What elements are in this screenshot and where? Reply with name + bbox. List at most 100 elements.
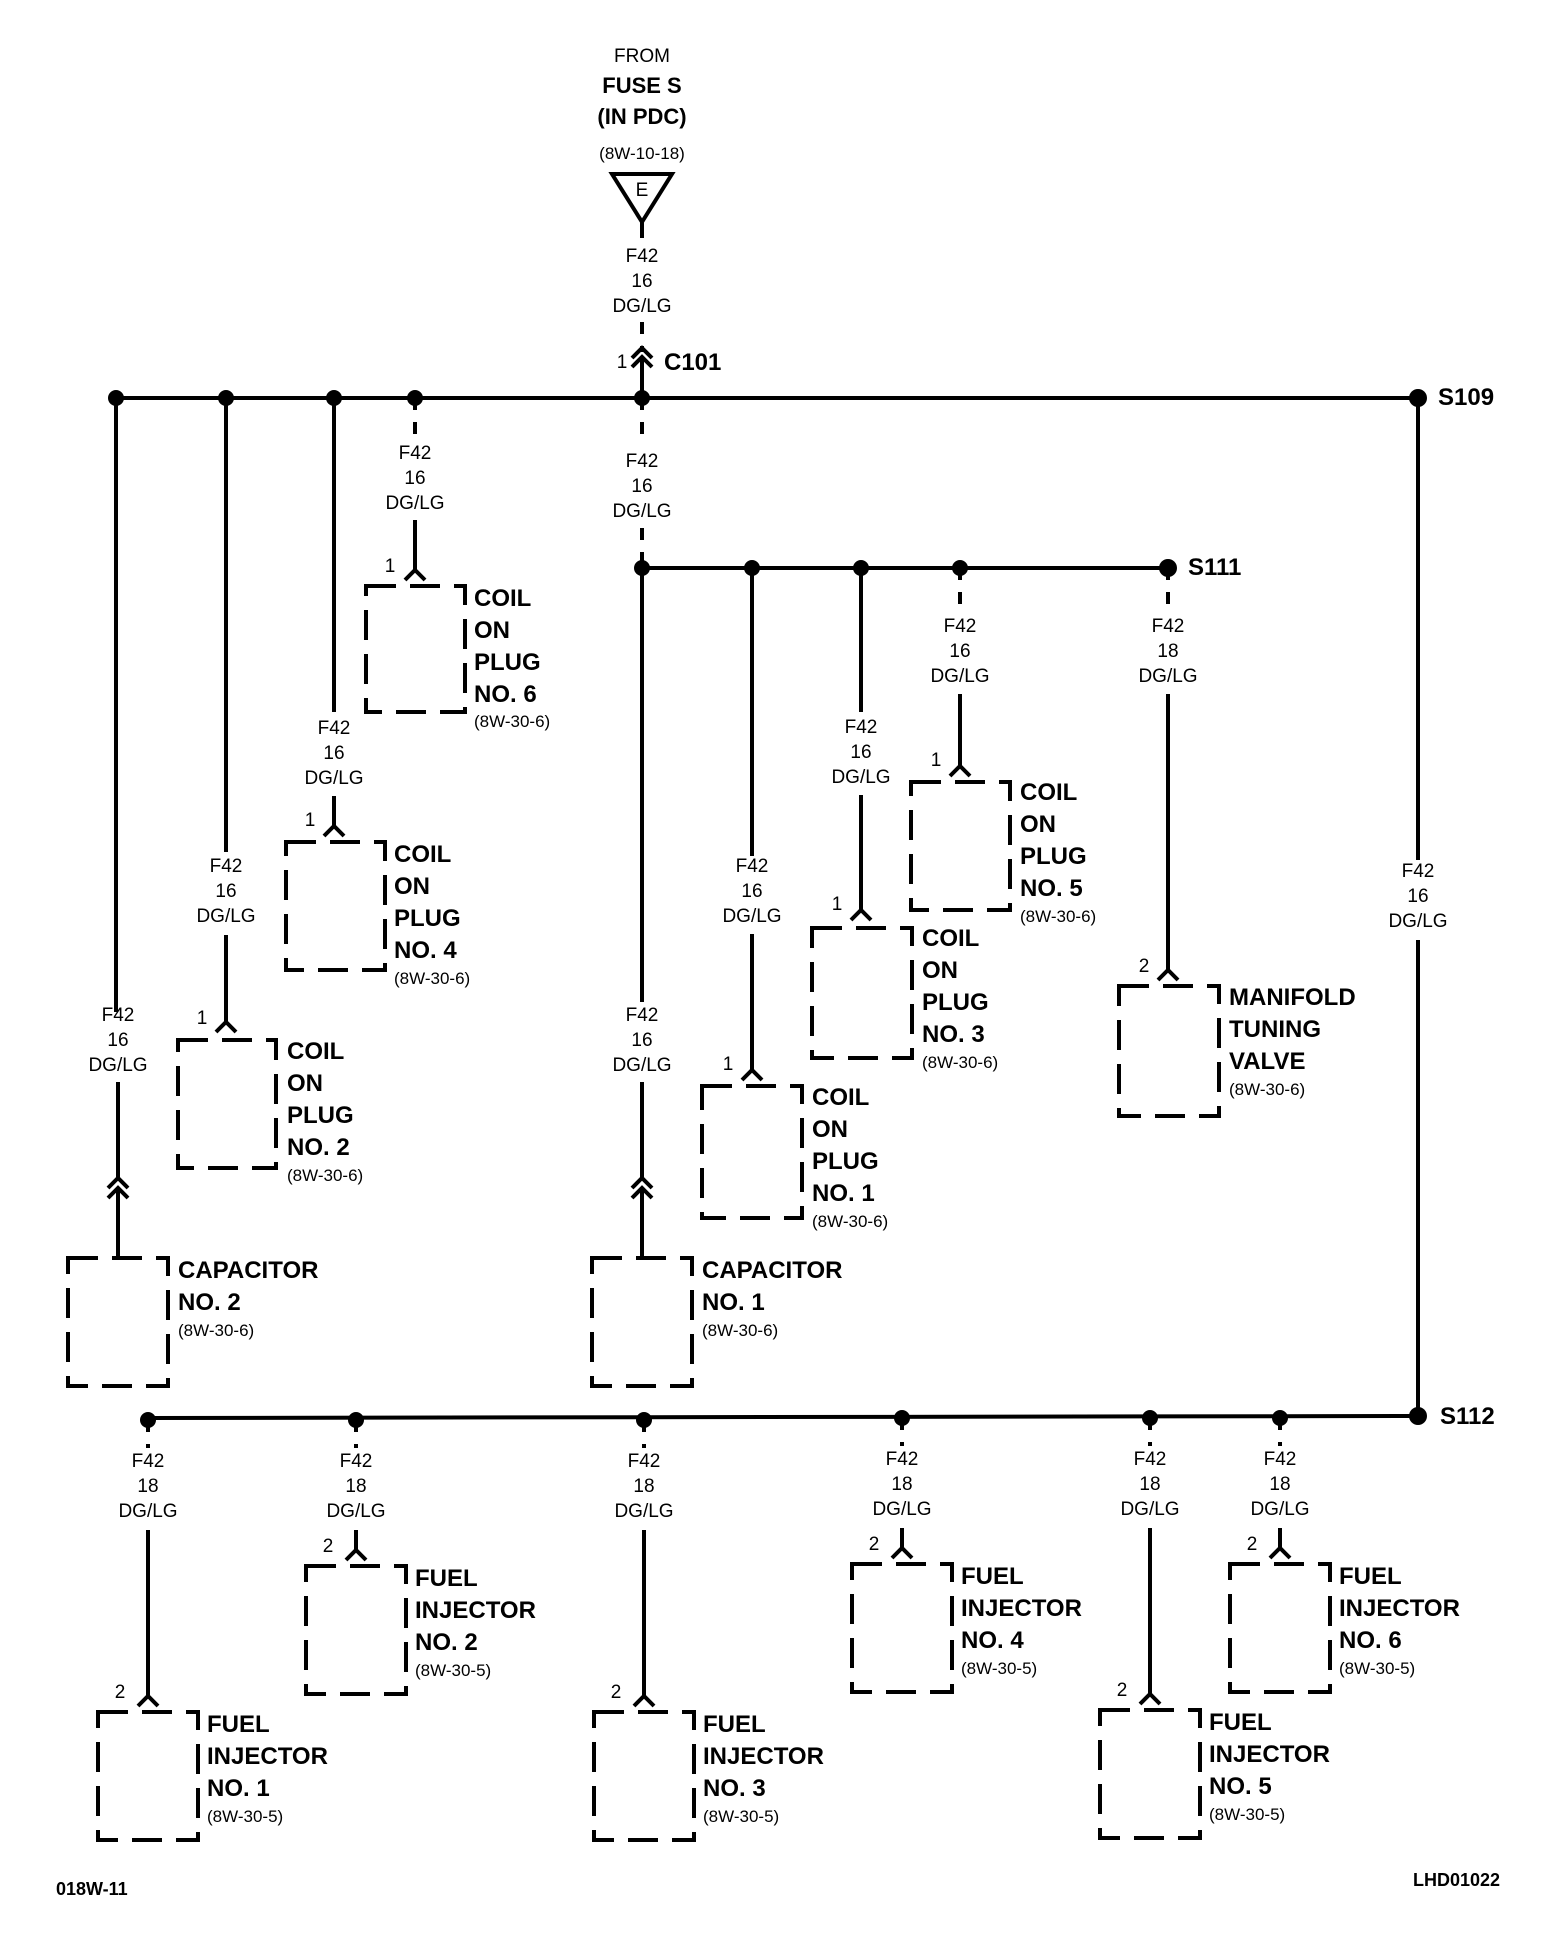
svg-text:F42: F42 xyxy=(626,451,659,472)
source-fuse-label: FUSE S xyxy=(602,73,681,98)
wire-label-coil4: F42 16 DG/LG xyxy=(304,718,363,789)
wire-label-top: F42 16 DG/LG xyxy=(612,246,671,317)
coil-on-plug-2-box xyxy=(176,1038,278,1170)
svg-text:18: 18 xyxy=(1157,641,1178,662)
capacitor-1-label: CAPACITOR NO. 1 (8W-30-6) xyxy=(702,1257,842,1340)
svg-text:(8W-30-6): (8W-30-6) xyxy=(394,969,470,988)
coil-on-plug-5-box xyxy=(909,780,1012,912)
svg-text:F42: F42 xyxy=(210,856,243,877)
capacitor-2-label: CAPACITOR NO. 2 (8W-30-6) xyxy=(178,1257,318,1340)
svg-text:18: 18 xyxy=(891,1474,912,1495)
svg-text:2: 2 xyxy=(611,1682,622,1703)
source-from-label: FROM xyxy=(614,46,670,67)
svg-text:DG/LG: DG/LG xyxy=(1120,1499,1179,1520)
svg-text:CAPACITOR: CAPACITOR xyxy=(702,1257,842,1284)
svg-text:F42: F42 xyxy=(736,856,769,877)
svg-text:DG/LG: DG/LG xyxy=(385,493,444,514)
svg-text:1: 1 xyxy=(723,1054,734,1075)
svg-text:PLUG: PLUG xyxy=(474,649,541,676)
wire-label-inj4: F42 18 DG/LG xyxy=(872,1449,931,1520)
svg-text:16: 16 xyxy=(323,743,344,764)
svg-text:ON: ON xyxy=(394,873,430,900)
svg-text:DG/LG: DG/LG xyxy=(1388,911,1447,932)
svg-text:COIL: COIL xyxy=(474,585,531,612)
svg-text:COIL: COIL xyxy=(922,925,979,952)
svg-text:16: 16 xyxy=(404,468,425,489)
capacitor-2-box xyxy=(66,1256,170,1388)
svg-text:DG/LG: DG/LG xyxy=(722,906,781,927)
svg-text:(8W-30-6): (8W-30-6) xyxy=(1229,1080,1305,1099)
svg-text:INJECTOR: INJECTOR xyxy=(961,1595,1082,1622)
svg-text:COIL: COIL xyxy=(1020,779,1077,806)
svg-text:NO. 1: NO. 1 xyxy=(702,1289,765,1316)
svg-text:(8W-30-6): (8W-30-6) xyxy=(178,1321,254,1340)
wire-label-right: F42 16 DG/LG xyxy=(1388,861,1447,932)
svg-text:FUEL: FUEL xyxy=(415,1565,478,1592)
svg-text:DG/LG: DG/LG xyxy=(930,666,989,687)
svg-text:FUEL: FUEL xyxy=(703,1711,766,1738)
svg-text:16: 16 xyxy=(107,1030,128,1051)
splice-s111-label: S111 xyxy=(1188,554,1241,581)
svg-text:COIL: COIL xyxy=(287,1038,344,1065)
capacitor-1-box xyxy=(590,1256,694,1388)
fuel-injector-2-label: FUEL INJECTOR NO. 2 (8W-30-5) xyxy=(415,1565,536,1680)
wire-label-mtv: F42 18 DG/LG xyxy=(1138,616,1197,687)
svg-text:2: 2 xyxy=(1117,1680,1128,1701)
svg-text:F42: F42 xyxy=(944,616,977,637)
svg-text:F42: F42 xyxy=(1152,616,1185,637)
source-ref-label: (8W-10-18) xyxy=(599,144,685,163)
wire-label-coil5: F42 16 DG/LG xyxy=(930,616,989,687)
svg-text:(8W-30-6): (8W-30-6) xyxy=(812,1212,888,1231)
svg-text:DG/LG: DG/LG xyxy=(872,1499,931,1520)
fuel-injector-5-box xyxy=(1098,1708,1202,1840)
svg-text:1: 1 xyxy=(617,352,628,373)
svg-text:PLUG: PLUG xyxy=(812,1148,879,1175)
svg-text:16: 16 xyxy=(631,1030,652,1051)
fuel-injector-3-box xyxy=(592,1710,696,1842)
svg-text:NO. 3: NO. 3 xyxy=(703,1775,766,1802)
svg-text:F42: F42 xyxy=(626,1005,659,1026)
svg-text:INJECTOR: INJECTOR xyxy=(703,1743,824,1770)
svg-text:F42: F42 xyxy=(626,246,659,267)
coil-on-plug-1-label: COIL ON PLUG NO. 1 (8W-30-6) xyxy=(812,1084,888,1231)
svg-text:DG/LG: DG/LG xyxy=(612,501,671,522)
svg-text:16: 16 xyxy=(850,742,871,763)
coil-on-plug-6-box xyxy=(364,584,467,714)
figure-id-right: LHD01022 xyxy=(1413,1870,1500,1890)
fuel-injector-6-box xyxy=(1228,1562,1332,1694)
svg-text:DG/LG: DG/LG xyxy=(118,1501,177,1522)
svg-text:DG/LG: DG/LG xyxy=(304,768,363,789)
svg-text:18: 18 xyxy=(1139,1474,1160,1495)
fuel-injector-1-label: FUEL INJECTOR NO. 1 (8W-30-5) xyxy=(207,1711,328,1826)
fuel-injector-4-box xyxy=(850,1562,954,1694)
wire-label-inj3: F42 18 DG/LG xyxy=(614,1451,673,1522)
svg-text:NO. 3: NO. 3 xyxy=(922,1021,985,1048)
fuel-injector-6-label: FUEL INJECTOR NO. 6 (8W-30-5) xyxy=(1339,1563,1460,1678)
fuel-injector-2-box xyxy=(304,1564,408,1696)
svg-text:TUNING: TUNING xyxy=(1229,1016,1321,1043)
svg-text:VALVE: VALVE xyxy=(1229,1048,1305,1075)
svg-text:DG/LG: DG/LG xyxy=(196,906,255,927)
connector-letter: E xyxy=(636,180,649,201)
svg-text:F42: F42 xyxy=(132,1451,165,1472)
svg-text:F42: F42 xyxy=(845,717,878,738)
svg-text:1: 1 xyxy=(197,1008,208,1029)
svg-text:DG/LG: DG/LG xyxy=(614,1501,673,1522)
svg-text:2: 2 xyxy=(1139,956,1150,977)
svg-text:DG/LG: DG/LG xyxy=(612,296,671,317)
svg-text:1: 1 xyxy=(385,556,396,577)
wire-label-inj2: F42 18 DG/LG xyxy=(326,1451,385,1522)
svg-text:INJECTOR: INJECTOR xyxy=(1339,1595,1460,1622)
svg-text:2: 2 xyxy=(115,1682,126,1703)
svg-text:NO. 5: NO. 5 xyxy=(1020,875,1083,902)
svg-text:(8W-30-5): (8W-30-5) xyxy=(1209,1805,1285,1824)
svg-text:NO. 4: NO. 4 xyxy=(961,1627,1024,1654)
svg-text:F42: F42 xyxy=(1134,1449,1167,1470)
svg-text:16: 16 xyxy=(631,476,652,497)
splice-s112-label: S112 xyxy=(1440,1403,1495,1430)
wire-label-coil3: F42 16 DG/LG xyxy=(831,717,890,788)
svg-text:(8W-30-5): (8W-30-5) xyxy=(207,1807,283,1826)
svg-text:ON: ON xyxy=(812,1116,848,1143)
svg-text:MANIFOLD: MANIFOLD xyxy=(1229,984,1356,1011)
